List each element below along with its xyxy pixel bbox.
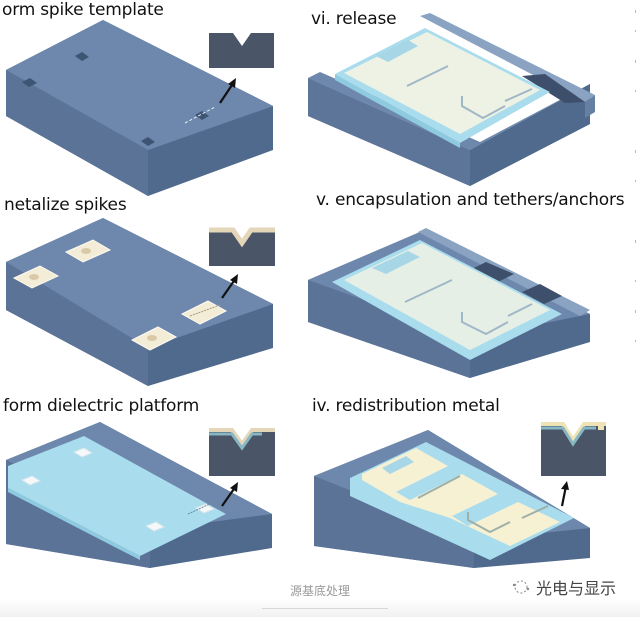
step-iii-dielectric-diagram [6,422,275,568]
wechat-official-account-icon [512,580,530,594]
step-iii-cross-section-inset [209,428,275,476]
step-vi-label: vi. release [311,9,397,29]
step-i-label: orm spike template [2,0,164,20]
edge-artifact [635,10,636,342]
figure-caption: 源基底处理 [289,584,350,598]
step-ii-cross-section-inset [209,227,275,266]
step-ii-substrate-diagram [6,218,275,386]
step-iv-redistribution-diagram [314,422,606,568]
bottom-fade [0,598,640,617]
watermark: 光电与显示 [510,575,616,599]
caption-divider [262,608,388,609]
step-vi-release-diagram [308,13,595,186]
step-ii-label: netalize spikes [4,195,127,215]
step-v-label: v. encapsulation and tethers/anchors [316,190,625,210]
watermark-text: 光电与显示 [536,579,617,598]
step-i-substrate-diagram [6,20,274,196]
step-iii-label: form dielectric platform [3,396,200,416]
step-i-cross-section-inset [209,33,274,68]
step-iv-cross-section-inset [541,422,606,476]
step-iv-label: iv. redistribution metal [312,396,500,416]
step-v-encapsulation-diagram [308,228,590,378]
